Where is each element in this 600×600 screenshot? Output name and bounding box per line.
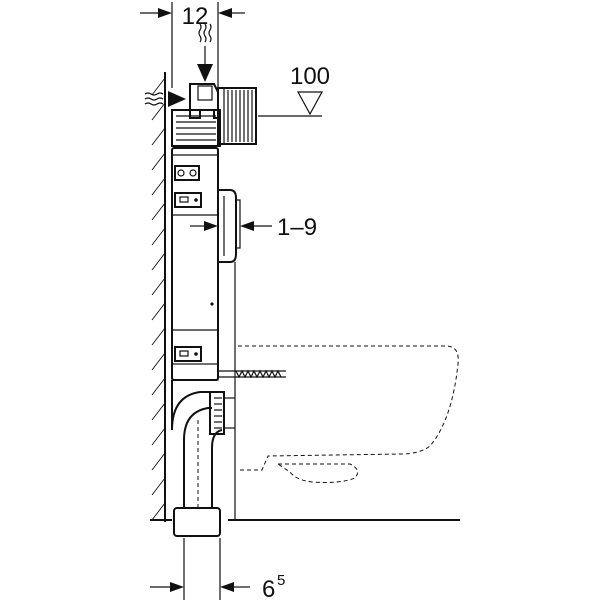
wavy-water-supply-icon-side bbox=[144, 91, 186, 107]
frame-body bbox=[171, 147, 219, 381]
dimension-top-width: 12 bbox=[140, 2, 245, 88]
dimension-label-adjust: 1–9 bbox=[277, 214, 317, 241]
cistern-top-fitting bbox=[171, 83, 221, 147]
wall-hatching bbox=[151, 77, 166, 521]
dimension-bottom: 6 5 bbox=[150, 538, 285, 600]
dimension-label-bottom-sup: 5 bbox=[277, 572, 285, 589]
actuator-frame bbox=[217, 87, 257, 145]
dimension-label-bottom: 6 bbox=[262, 576, 275, 600]
drain-bend bbox=[171, 380, 235, 537]
level-reference: 100 bbox=[258, 63, 330, 117]
wavy-water-supply-icon bbox=[197, 23, 213, 82]
adjustable-panel bbox=[218, 189, 241, 263]
wall bbox=[151, 72, 166, 522]
dimension-label-height: 100 bbox=[290, 63, 330, 90]
wc-bowl bbox=[238, 345, 459, 483]
dimension-adjust-range: 1–9 bbox=[190, 214, 317, 241]
dimension-label-top-width: 12 bbox=[182, 3, 209, 30]
threaded-rod bbox=[218, 369, 286, 379]
triangle-level-marker-icon bbox=[296, 91, 324, 116]
